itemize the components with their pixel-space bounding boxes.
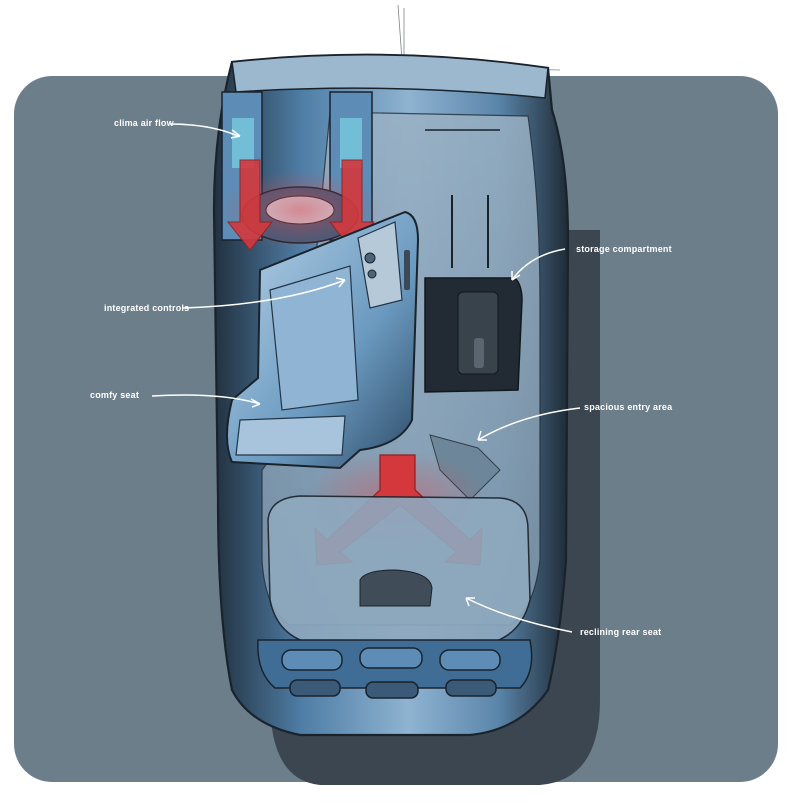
annotation-reclining-rear-seat: reclining rear seat [580,627,662,637]
annotation-clima-air-flow: clima air flow [114,118,174,128]
annotation-spacious-entry-area: spacious entry area [584,402,673,412]
annotation-storage-compartment: storage compartment [576,244,672,254]
rear-bumper [257,639,533,699]
annotation-pointers [151,123,581,633]
front-roof [231,54,549,99]
front-seat [226,210,420,470]
annotation-comfy-seat: comfy seat [90,390,140,400]
rear-seat [267,495,531,646]
storage-panel [424,129,523,393]
annotation-integrated-controls: integrated controls [104,303,190,313]
airflow-arrows-front [226,159,376,251]
